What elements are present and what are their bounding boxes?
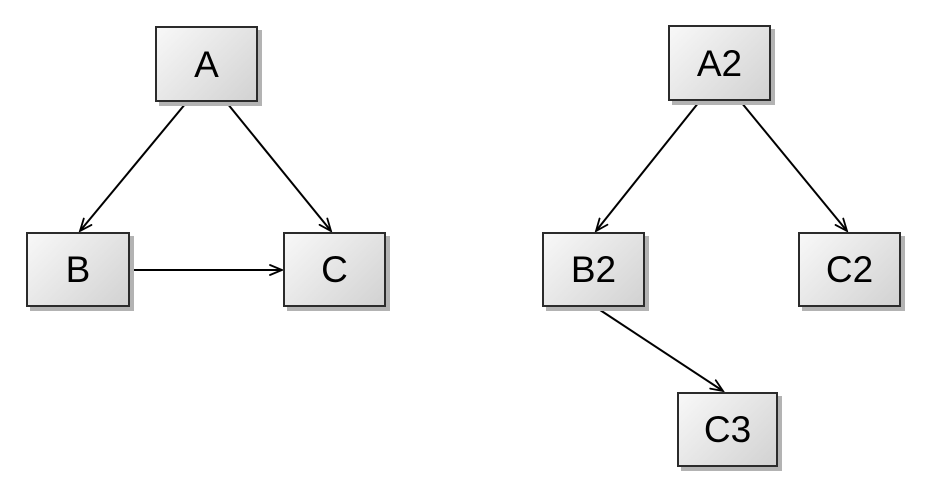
edge-B2-C3 bbox=[596, 307, 725, 393]
node-B: B bbox=[26, 232, 130, 307]
edge-A-C bbox=[226, 102, 333, 233]
edge-A2-B2 bbox=[594, 101, 700, 233]
edge-A-B bbox=[78, 102, 187, 233]
node-label: C3 bbox=[703, 409, 752, 450]
node-C: C bbox=[283, 232, 386, 307]
node-label: A bbox=[194, 43, 219, 85]
node-C2: C2 bbox=[798, 232, 901, 307]
node-C3: C3 bbox=[677, 392, 778, 467]
node-A2: A2 bbox=[668, 25, 771, 101]
edge-group bbox=[78, 101, 849, 393]
edge-A2-C2 bbox=[740, 101, 849, 233]
node-label: C bbox=[321, 249, 348, 290]
node-A: A bbox=[155, 26, 258, 102]
node-B2: B2 bbox=[542, 232, 645, 307]
node-label: B bbox=[65, 249, 91, 290]
node-label: A2 bbox=[696, 42, 743, 84]
node-label: B2 bbox=[570, 249, 617, 290]
node-label: C2 bbox=[825, 249, 874, 290]
